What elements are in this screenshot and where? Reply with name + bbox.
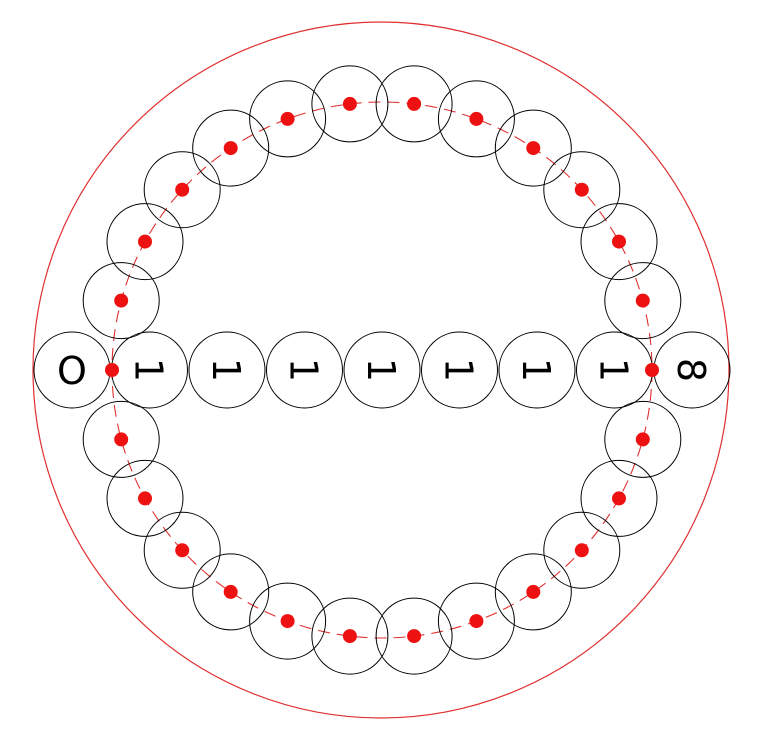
upper-ring-circle xyxy=(580,203,658,281)
upper-ring-dot xyxy=(342,96,357,111)
lower-ring-circle xyxy=(311,597,389,675)
upper-ring-circle xyxy=(106,203,184,281)
row-circle xyxy=(188,331,266,409)
upper-ring-dot xyxy=(407,96,422,111)
row-labels-group: O 1 1 1 1 1 1 1 8 xyxy=(57,349,713,393)
row-cell-label: 1 xyxy=(359,358,403,382)
row-circle xyxy=(421,331,498,409)
upper-ring-circle xyxy=(604,262,682,340)
lower-ring-dot xyxy=(114,432,129,447)
upper-ring-dot xyxy=(114,293,129,308)
lower-ring-dot xyxy=(342,629,357,644)
upper-ring-circle xyxy=(82,262,160,340)
upper-ring-circle xyxy=(375,65,453,143)
row-cell-label: 1 xyxy=(437,358,481,382)
upper-ring-circle xyxy=(249,80,327,158)
lower-ring-dot xyxy=(574,543,589,558)
lower-ring-dot xyxy=(175,543,190,558)
upper-ring-dot xyxy=(635,293,650,308)
right-junction-dot xyxy=(645,363,659,377)
lower-ring-circle xyxy=(543,511,621,589)
upper-ring-dot xyxy=(469,111,484,126)
lower-ring-circle xyxy=(192,553,270,631)
row-cell-label: O xyxy=(57,349,87,393)
upper-ring-dot xyxy=(138,234,152,249)
lower-ring-dot xyxy=(469,614,484,629)
lower-ring-dot xyxy=(223,584,238,599)
lower-ring-circle xyxy=(82,400,160,478)
lower-ring-circle xyxy=(143,511,221,589)
left-junction-dot xyxy=(105,363,119,377)
row-cell-label: 1 xyxy=(204,358,248,382)
lower-ring-circle xyxy=(580,459,658,537)
row-circle xyxy=(266,331,343,409)
row-circle xyxy=(498,331,576,409)
row-cell-label: 1 xyxy=(514,358,558,382)
lower-ring-dot xyxy=(635,432,650,447)
lower-ring-circle xyxy=(106,459,184,537)
upper-ring-dot xyxy=(223,141,238,156)
outer-boundary-circle xyxy=(32,21,730,719)
lower-ring-dot xyxy=(526,584,541,599)
row-cell-label: 8 xyxy=(669,358,713,382)
row-cell-label: 1 xyxy=(127,358,171,382)
upper-ring-circle xyxy=(192,109,270,187)
lower-ring-dot xyxy=(407,629,422,644)
upper-ring-dot xyxy=(175,182,190,197)
upper-ring-dot xyxy=(526,141,541,156)
lower-ring-dot xyxy=(612,491,626,506)
upper-ring-circle xyxy=(494,109,572,187)
upper-ring-circle xyxy=(143,151,221,229)
upper-ring-dot xyxy=(612,234,626,249)
lower-ring-circle xyxy=(249,582,327,660)
upper-ring-dot xyxy=(574,182,589,197)
lower-ring-circle xyxy=(375,597,453,675)
upper-ring-dot xyxy=(280,111,295,126)
row-cell-label: 1 xyxy=(282,358,326,382)
lower-ring-circle xyxy=(494,553,572,631)
upper-ring-circle xyxy=(437,80,515,158)
upper-ring-circle xyxy=(543,151,621,229)
upper-ring-circle xyxy=(311,65,389,143)
row-cell-label: 1 xyxy=(592,358,636,382)
lower-ring-circle xyxy=(437,582,515,660)
ring-circles-group xyxy=(82,65,682,675)
lower-ring-circle xyxy=(604,400,682,478)
dots-group xyxy=(105,96,659,644)
row-circle xyxy=(343,331,421,409)
lower-ring-dot xyxy=(138,491,152,506)
lower-ring-dot xyxy=(280,614,295,629)
